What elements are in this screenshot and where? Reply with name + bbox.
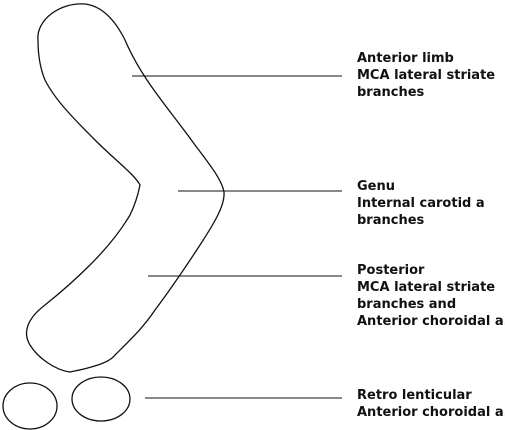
label-genu-line-2: Internal carotid a bbox=[357, 196, 485, 211]
label-retro-lenticular-line-1: Retro lenticular bbox=[357, 388, 472, 403]
left-oval bbox=[2, 382, 58, 430]
label-anterior-limb-line-1: Anterior limb bbox=[357, 51, 454, 66]
label-posterior: Posterior MCA lateral striate branches a… bbox=[357, 262, 505, 330]
label-genu-line-1: Genu bbox=[357, 179, 395, 194]
label-retro-lenticular: Retro lenticular Anterior choroidal a. bbox=[357, 387, 505, 421]
label-anterior-limb: Anterior limb MCA lateral striate branch… bbox=[357, 50, 495, 101]
label-anterior-limb-line-2: MCA lateral striate bbox=[357, 68, 496, 83]
label-posterior-line-3: branches and bbox=[357, 297, 457, 312]
label-genu-line-3: branches bbox=[357, 213, 425, 228]
internal-capsule-outline bbox=[25, 3, 225, 373]
label-retro-lenticular-line-2: Anterior choroidal a. bbox=[357, 405, 505, 420]
right-oval bbox=[71, 376, 131, 422]
label-genu: Genu Internal carotid a branches bbox=[357, 178, 485, 229]
label-posterior-line-1: Posterior bbox=[357, 263, 425, 278]
label-anterior-limb-line-3: branches bbox=[357, 85, 425, 100]
label-posterior-line-2: MCA lateral striate bbox=[357, 280, 496, 295]
label-posterior-line-4: Anterior choroidal a. bbox=[357, 314, 505, 329]
